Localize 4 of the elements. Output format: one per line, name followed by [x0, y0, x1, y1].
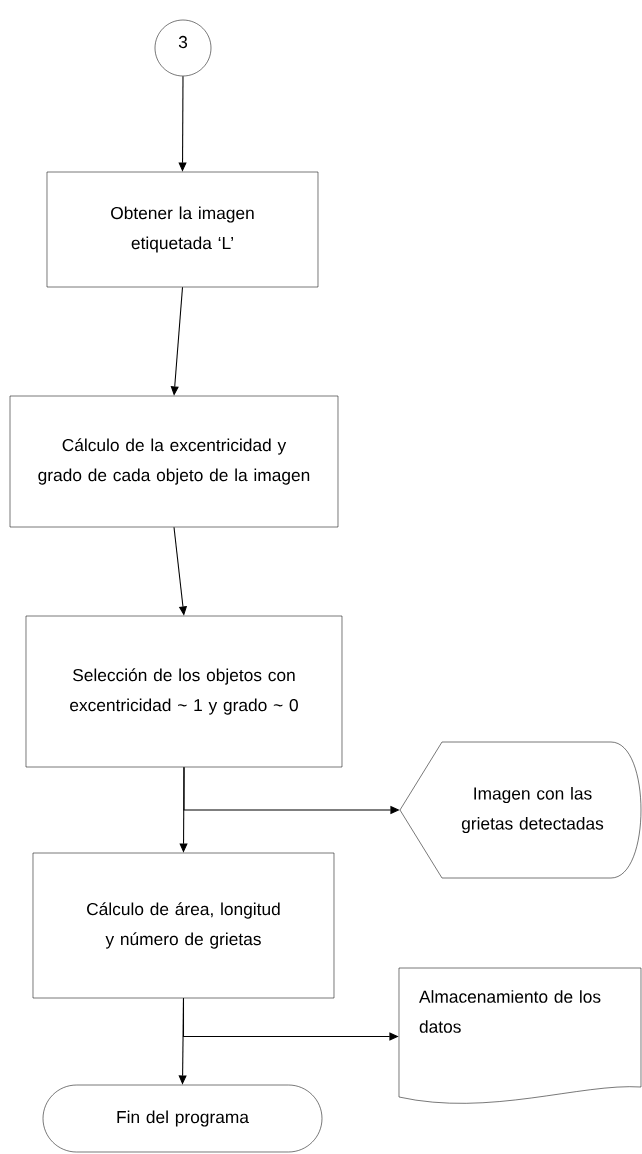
process-box: Cálculo de la excentricidad y grado de cada objeto de la imagen [9, 395, 339, 528]
process-box: Cálculo de área, longitud y número de grietas [32, 852, 335, 999]
process-box: Selección de los objetos con excentricidad ~ 1 y grado ~ 0 [25, 615, 343, 768]
process-box: Obtener la imagen etiquetada ‘L’ [46, 171, 319, 288]
